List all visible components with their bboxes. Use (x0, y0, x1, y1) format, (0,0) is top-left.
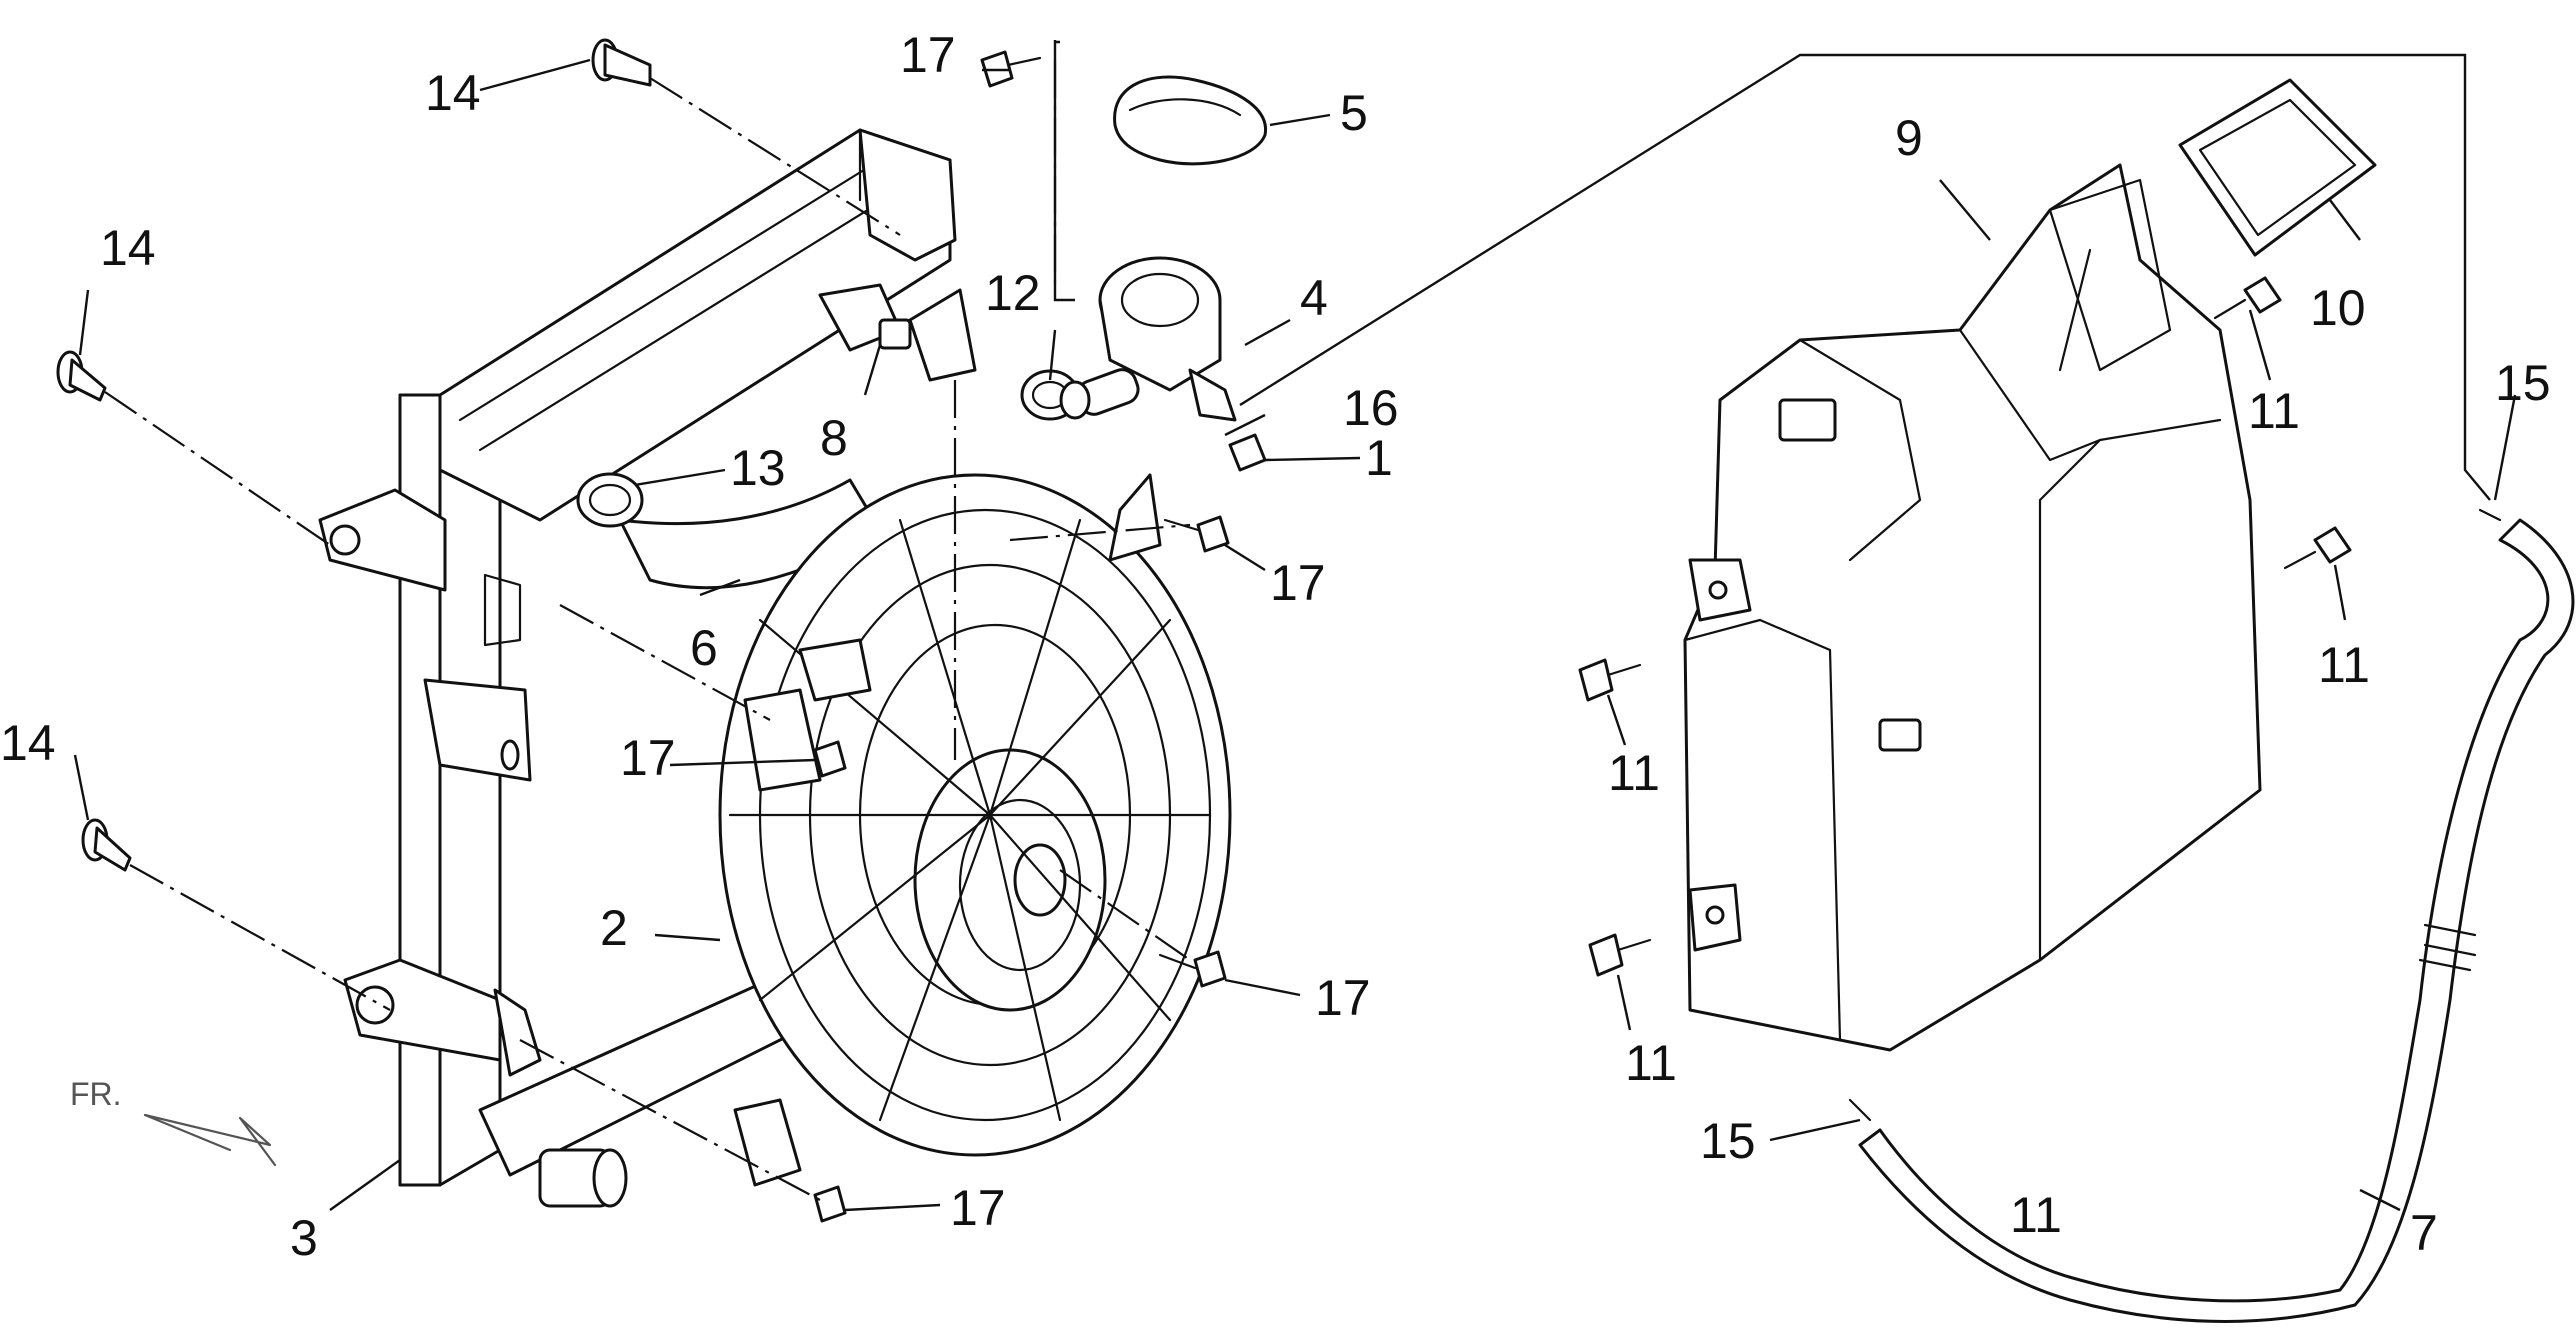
reservoir-body (1683, 163, 2262, 1052)
callout-4: 4 (1300, 270, 1328, 326)
thermo-switch-8 (818, 283, 977, 382)
callout-17-top: 17 (900, 27, 956, 83)
reservoir-side-edge (2038, 418, 2222, 962)
reservoir-connector-top (1778, 398, 1837, 442)
callout-8: 8 (820, 410, 848, 466)
callout-9: 9 (1895, 110, 1923, 166)
callout-17-right-lower: 17 (1315, 970, 1371, 1026)
hose-band-mark (2418, 923, 2477, 972)
reservoir-front-panel (1683, 618, 1842, 1042)
callout-labels: 1 2 3 4 5 6 7 8 9 10 11 11 11 11 11 12 1… (0, 27, 2551, 1266)
cooling-fan-2 (718, 473, 1232, 1187)
mount-tab-lower-left (343, 958, 502, 1062)
callout-11-c: 11 (1608, 745, 1660, 801)
callout-15-bottom: 15 (1700, 1113, 1756, 1169)
fr-label: FR. (70, 1076, 122, 1112)
bolt-17-c (813, 740, 847, 778)
mount-tab-bottom (493, 988, 542, 1077)
front-direction-indicator: FR. (70, 1076, 277, 1167)
callout-2: 2 (600, 900, 628, 956)
hose-clip-15-bottom (1848, 1098, 1872, 1122)
reservoir-connector (1878, 718, 1922, 752)
bolt-17-b (1163, 515, 1230, 553)
callout-17-left: 17 (620, 730, 676, 786)
bolt-11-c (1578, 658, 1642, 702)
mount-hole-right (500, 739, 520, 771)
callout-17-bottom: 17 (950, 1180, 1006, 1236)
callout-11-a: 11 (2248, 383, 2300, 439)
callout-11-e: 11 (2010, 1187, 2062, 1243)
overflow-cap-1 (1228, 433, 1267, 472)
callout-3: 3 (290, 1210, 318, 1266)
bolt-17-d (1158, 950, 1227, 988)
bolt-14-lower (81, 818, 132, 872)
callout-leaders (73, 58, 2517, 1212)
radiator-core (438, 378, 502, 1187)
bolt-11-b (2283, 526, 2352, 570)
bolt-14-left (56, 350, 107, 402)
top-tank-detail (458, 128, 907, 452)
fan-mount-ear-top (1108, 473, 1162, 562)
callout-13: 13 (730, 440, 786, 496)
callout-17-right-upper: 17 (1270, 555, 1326, 611)
hose-clamp-13 (576, 472, 644, 528)
assembly-center-lines (104, 40, 2491, 1201)
bolt-11-a (2213, 276, 2282, 320)
mount-hole-lower (355, 985, 395, 1025)
reservoir-tab-hole-lower (1705, 905, 1725, 925)
fan-mount-ear-left (743, 688, 822, 792)
reservoir-tab-hole-upper (1708, 580, 1728, 600)
callout-7: 7 (2410, 1205, 2438, 1261)
bolt-11-d (1588, 933, 1652, 977)
radiator-top-cap (858, 128, 957, 262)
bottom-outlet-end (592, 1148, 628, 1208)
reservoir-top-edge (1798, 328, 2102, 562)
fan-motor (913, 748, 1107, 1012)
filler-neck-4 (1059, 256, 1237, 422)
fan-hub (1013, 843, 1067, 917)
bolt-17-e (813, 1185, 847, 1223)
mount-hole-upper (329, 524, 361, 556)
callout-12: 12 (985, 265, 1041, 321)
fr-arrow-icon (143, 1113, 277, 1167)
callout-14-left: 14 (100, 220, 156, 276)
callout-14-lower: 14 (0, 715, 56, 771)
radiator-assembly (318, 128, 957, 1208)
callout-14-top: 14 (425, 65, 481, 121)
bracket-slot (483, 573, 522, 647)
callout-10: 10 (2310, 280, 2366, 336)
fan-mount-ear-upper (798, 638, 872, 702)
callout-1: 1 (1365, 430, 1393, 486)
callout-6: 6 (690, 620, 718, 676)
mount-tab-upper-left (318, 488, 447, 592)
radiator-cap-5 (1113, 75, 1268, 166)
hose-clip-15-top (2478, 508, 2502, 522)
overflow-hose-7 (1858, 518, 2575, 1323)
callout-5: 5 (1340, 85, 1368, 141)
reservoir-tank-9 (1683, 163, 2262, 1052)
callout-11-d: 11 (1625, 1035, 1677, 1091)
reservoir-seal-10 (2178, 78, 2377, 257)
fan-guard-spokes (728, 518, 1212, 1122)
reservoir-neck (2048, 178, 2172, 372)
bolt-14-top (591, 38, 652, 87)
callout-16: 16 (1343, 380, 1399, 436)
callout-15-top: 15 (2495, 355, 2551, 411)
callout-11-b: 11 (2318, 637, 2370, 693)
